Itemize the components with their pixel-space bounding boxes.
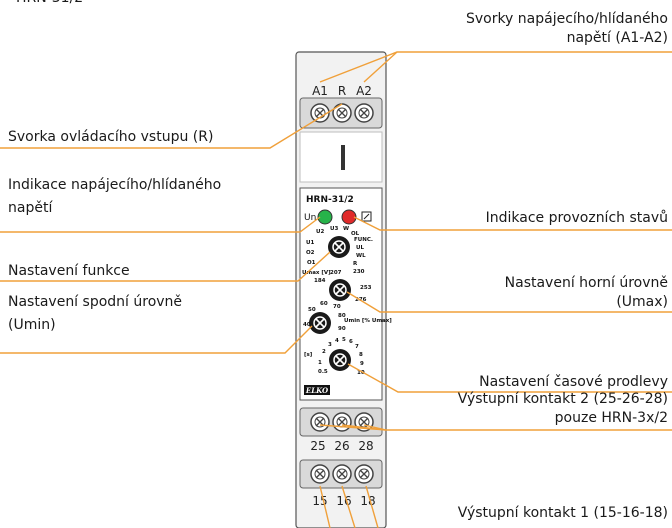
function-knob[interactable] [328, 236, 350, 258]
umax-253: 253 [360, 285, 372, 291]
terminal-a2: A2 [356, 84, 372, 98]
callout-supply-indication: Indikace napájecího/hlídaného napětí [8, 176, 221, 218]
terminal-26: 26 [334, 439, 349, 453]
callout-upper-level-line1: Nastavení horní úrovně [504, 275, 668, 291]
terminal-25: 25 [310, 439, 325, 453]
callout-supply-terminals: Svorky napájecího/hlídaného napětí (A1-A… [466, 10, 668, 48]
relay-symbol-icon [361, 211, 372, 222]
terminal-16: 16 [336, 494, 351, 508]
callout-status-indication: Indikace provozních stavů [485, 210, 668, 226]
umin-40: 40 [303, 322, 311, 328]
callout-lower-level: Nastavení spodní úrovně (Umin) [8, 293, 182, 335]
func-o2: O2 [306, 250, 315, 256]
brand-badge [304, 385, 330, 395]
top-screws [310, 103, 374, 123]
umax-184: 184 [314, 278, 326, 284]
terminal-r: R [338, 84, 346, 98]
callout-supply-indication-line1: Indikace napájecího/hlídaného [8, 177, 222, 193]
func-wl: WL [356, 253, 366, 259]
out1-screws [310, 464, 374, 484]
func-w: W [343, 226, 349, 232]
green-led [317, 209, 333, 225]
time-3: 3 [328, 342, 332, 348]
callout-control-input: Svorka ovládacího vstupu (R) [8, 129, 214, 145]
time-7: 7 [355, 344, 359, 350]
device-model: HRN-31/2 [306, 195, 354, 205]
time-label: [s] [304, 352, 313, 358]
umin-label: Umin [% Umax] [344, 318, 392, 324]
brand-logo: ELKO [305, 386, 329, 395]
callout-supply-terminals-line2: napětí (A1-A2) [566, 30, 668, 46]
umin-60: 60 [320, 301, 328, 307]
leader-lines [0, 51, 672, 528]
func-r: R [353, 261, 358, 267]
umax-label: Umax [V] [302, 270, 331, 276]
callout-lower-level-line2: (Umin) [8, 317, 56, 333]
caption-top-left: HRN-31/2 [16, 0, 83, 8]
func-u3: U3 [330, 226, 338, 232]
callout-output2-line2: pouze HRN-3x/2 [554, 410, 668, 426]
func-ol: OL [351, 231, 360, 237]
time-8: 8 [359, 352, 363, 358]
callout-upper-level: Nastavení horní úrovně (Umax) [505, 274, 668, 312]
callout-supply-indication-line2: napětí [8, 200, 53, 216]
time-9: 9 [360, 361, 364, 367]
terminal-28: 28 [358, 439, 373, 453]
func-o1: O1 [307, 260, 316, 266]
umin-50: 50 [308, 307, 316, 313]
led-un-label: Un [304, 213, 316, 223]
func-u2: U2 [316, 229, 324, 235]
time-5: 5 [342, 337, 346, 343]
umin-90: 90 [338, 326, 346, 332]
time-knob[interactable] [329, 349, 351, 371]
time-4: 4 [335, 338, 339, 344]
umin-knob[interactable] [309, 312, 331, 334]
time-10: 10 [357, 370, 365, 376]
func-ul: UL [356, 245, 364, 251]
callout-output2: Výstupní kontakt 2 (25-26-28) pouze HRN-… [458, 390, 668, 428]
time-1: 1 [318, 360, 322, 366]
func-u1: U1 [306, 240, 314, 246]
callout-lower-level-line1: Nastavení spodní úrovně [8, 294, 183, 310]
terminal-18: 18 [360, 494, 375, 508]
callout-upper-level-line2: (Umax) [616, 294, 668, 310]
umin-70: 70 [333, 304, 341, 310]
callout-time-delay: Nastavení časové prodlevy [479, 374, 668, 390]
time-2: 2 [322, 349, 326, 355]
time-05: 0.5 [318, 369, 328, 375]
umax-knob[interactable] [329, 279, 351, 301]
umax-230: 230 [353, 269, 365, 275]
red-led [341, 209, 357, 225]
callout-output1: Výstupní kontakt 1 (15-16-18) [457, 505, 668, 521]
callout-supply-terminals-line1: Svorky napájecího/hlídaného [465, 11, 668, 27]
callout-output2-line1: Výstupní kontakt 2 (25-26-28) [457, 391, 668, 407]
time-6: 6 [349, 339, 353, 345]
umin-80: 80 [338, 313, 346, 319]
callout-function-setting: Nastavení funkce [8, 263, 130, 279]
terminal-a1: A1 [312, 84, 328, 98]
umax-207: 207 [330, 270, 342, 276]
func-label: FUNC. [354, 237, 373, 243]
